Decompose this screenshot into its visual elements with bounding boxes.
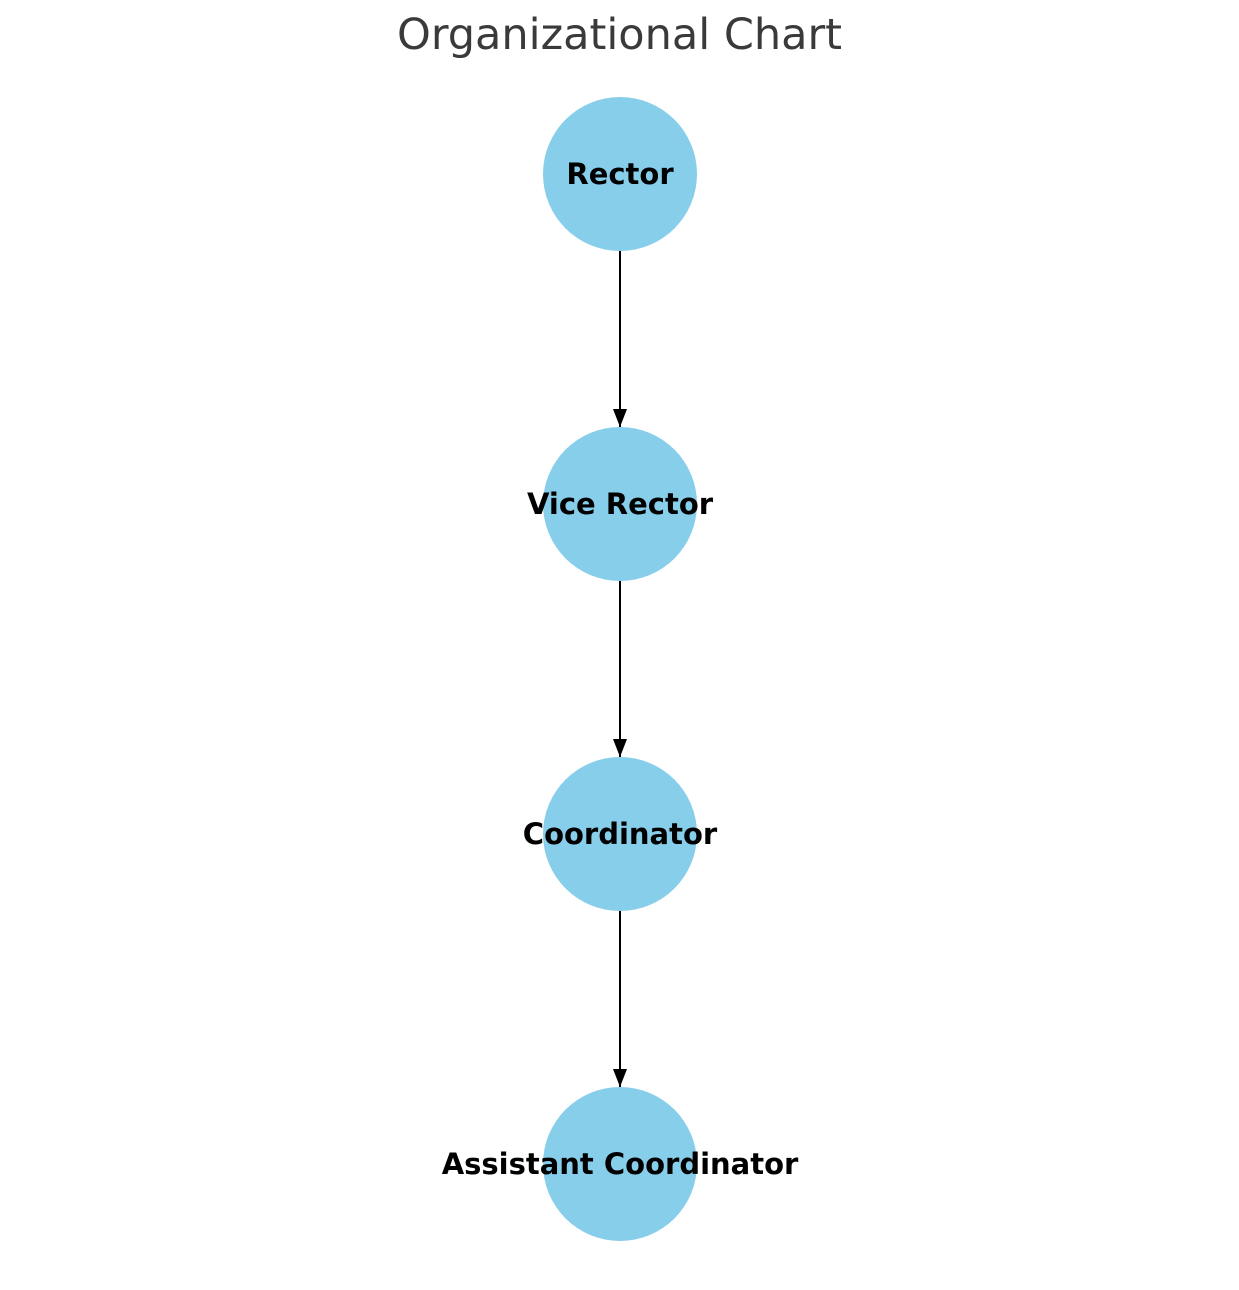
chart-title: Organizational Chart — [396, 10, 843, 60]
node-vice-rector: Vice Rector — [527, 427, 713, 581]
node-rector: Rector — [543, 97, 697, 251]
node-coordinator: Coordinator — [523, 757, 717, 911]
node-assistant-coordinator-label: Assistant Coordinator — [441, 1147, 799, 1181]
node-vice-rector-label: Vice Rector — [526, 487, 714, 521]
node-assistant-coordinator: Assistant Coordinator — [442, 1087, 798, 1241]
node-rector-label: Rector — [566, 157, 674, 191]
node-coordinator-label: Coordinator — [522, 817, 718, 851]
